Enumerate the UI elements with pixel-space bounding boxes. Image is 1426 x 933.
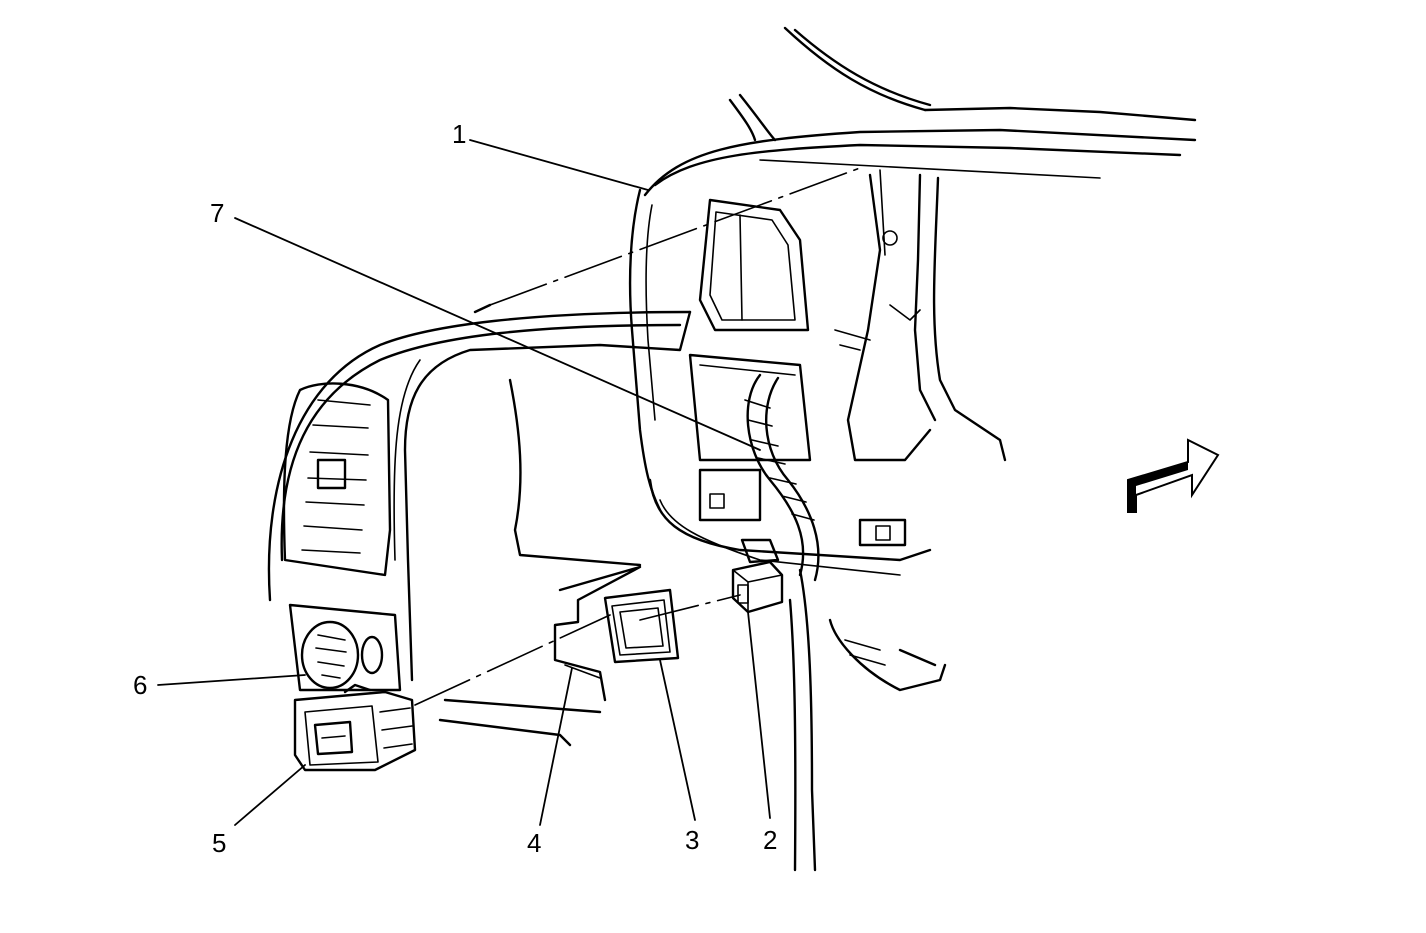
callout-3: 3: [685, 825, 700, 855]
left-dash-housing: [267, 303, 692, 682]
direction-arrow-icon: [1127, 438, 1220, 513]
callout-5: 5: [212, 828, 227, 858]
headlamp-switch-knob: [288, 603, 402, 692]
callout-6: 6: [133, 670, 148, 700]
callout-4: 4: [527, 828, 542, 858]
leader-lines: [157, 139, 771, 826]
mounting-opening: [438, 565, 642, 747]
windshield-pillar: [728, 26, 1197, 142]
harness-connector: [731, 538, 784, 614]
assembly-lines: [414, 167, 861, 706]
dash-top: [628, 128, 1197, 512]
callout-1: 1: [452, 119, 467, 149]
lower-dash: [648, 468, 947, 872]
dimmer-switch: [293, 683, 417, 772]
switch-bezel: [603, 588, 680, 664]
callout-7: 7: [210, 198, 225, 228]
callout-2: 2: [763, 825, 778, 855]
wiring-harness: [744, 373, 820, 582]
center-vent: [688, 198, 812, 462]
side-bracket: [834, 169, 1007, 462]
